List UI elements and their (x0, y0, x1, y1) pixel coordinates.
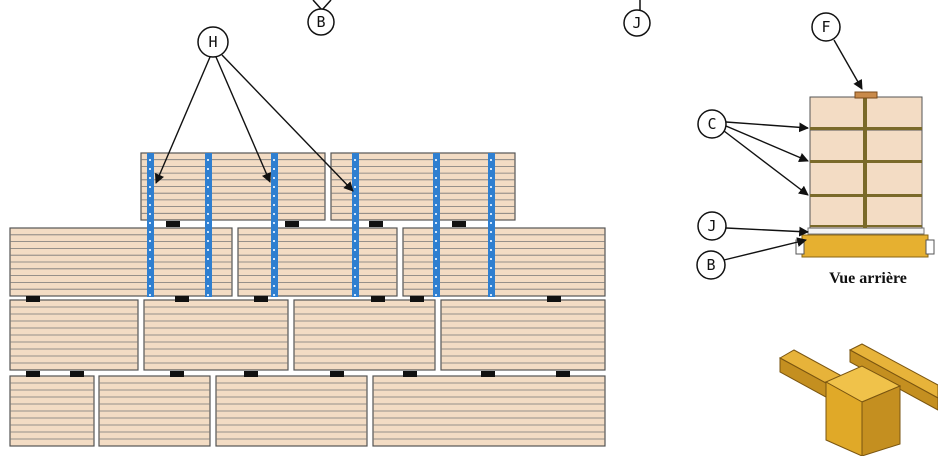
spacer-block (371, 296, 385, 302)
spacer-block (70, 371, 84, 377)
rear-dunnage-strip (807, 227, 925, 235)
spacer-block (285, 221, 299, 227)
callout-f: F (811, 12, 863, 90)
front-view-bundle-stack (9, 152, 606, 447)
strap (433, 153, 440, 297)
rear-view-caption: Vue arrière (829, 270, 907, 287)
wood-bundle (330, 152, 516, 221)
callout-h: H (154, 26, 354, 192)
callout-c: C (697, 109, 809, 196)
spacer-group (26, 221, 570, 377)
rear-band-3 (810, 194, 922, 197)
spacer-block (481, 371, 495, 377)
callout-f-label: F (821, 18, 830, 36)
strap (488, 153, 495, 297)
spacer-block (254, 296, 268, 302)
callout-j-top-label: J (632, 14, 641, 32)
wood-bundle (293, 299, 436, 371)
callout-c-label: C (707, 115, 716, 133)
spacer-block (556, 371, 570, 377)
spacer-block (403, 371, 417, 377)
spacer-block (410, 296, 424, 302)
spacer-block (170, 371, 184, 377)
spacer-block (452, 221, 466, 227)
callout-b-side-label: B (706, 256, 715, 274)
spacer-block (26, 296, 40, 302)
spacer-block (369, 221, 383, 227)
strap (271, 153, 278, 297)
callout-j-side: J (697, 211, 809, 241)
spacer-block (175, 296, 189, 302)
rear-top-cap (854, 91, 878, 99)
strap-group (147, 153, 495, 297)
wood-bundle (372, 375, 606, 447)
spacer-block (244, 371, 258, 377)
callout-b-side: B (696, 237, 807, 280)
spacer-block (26, 371, 40, 377)
spacer-block (547, 296, 561, 302)
strap (147, 153, 154, 297)
rear-band-1 (810, 127, 922, 130)
wood-bundle (215, 375, 368, 447)
wood-bundle (237, 227, 398, 297)
spacer-block (166, 221, 180, 227)
rear-view-bundle-stack (795, 91, 935, 258)
wood-bundle (140, 152, 326, 221)
callout-j-side-label: J (707, 217, 716, 235)
rear-band-2 (810, 160, 922, 163)
wood-bundle (143, 299, 289, 371)
spacer-block (330, 371, 344, 377)
callout-h-label: H (208, 33, 217, 51)
wood-bundle (9, 299, 139, 371)
wood-bundle (9, 375, 95, 447)
wood-bundle (440, 299, 606, 371)
rear-pallet-base (801, 234, 929, 258)
strap (352, 153, 359, 297)
bunk-support-icon (778, 343, 938, 456)
wood-bundle (98, 375, 211, 447)
callout-b-top: B (307, 0, 335, 36)
wood-bundle (9, 227, 233, 297)
callout-j-top: J (623, 0, 651, 37)
strap (205, 153, 212, 297)
callout-b-top-label: B (316, 13, 325, 31)
